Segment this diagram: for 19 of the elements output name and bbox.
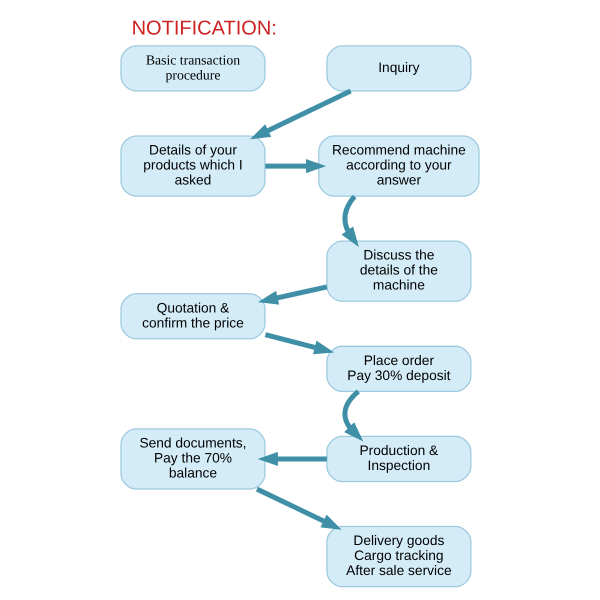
node-box: Production & Inspection bbox=[326, 436, 472, 482]
diagram-title: NOTIFICATION: bbox=[132, 17, 277, 40]
node-box: Delivery goods Cargo tracking After sale service bbox=[326, 526, 472, 588]
arrow bbox=[258, 284, 328, 305]
arrow bbox=[256, 486, 342, 530]
arrow bbox=[265, 159, 326, 174]
node-box: Details of your products which I asked bbox=[120, 135, 266, 197]
arrow bbox=[264, 332, 334, 354]
arrow bbox=[250, 88, 352, 140]
node-box: Recommend machine according to your answer bbox=[318, 135, 480, 197]
arrow bbox=[342, 390, 364, 442]
node-box: Place order Pay 30% deposit bbox=[326, 346, 472, 392]
arrow bbox=[342, 194, 359, 248]
arrow bbox=[258, 452, 327, 466]
node-box: Inquiry bbox=[326, 45, 472, 92]
node-box: Basic transaction procedure bbox=[120, 45, 266, 92]
node-box: Send documents, Pay the 70% balance bbox=[120, 428, 266, 490]
node-box: Quotation & confirm the price bbox=[120, 293, 266, 340]
node-box: Discuss the details of the machine bbox=[326, 240, 472, 302]
